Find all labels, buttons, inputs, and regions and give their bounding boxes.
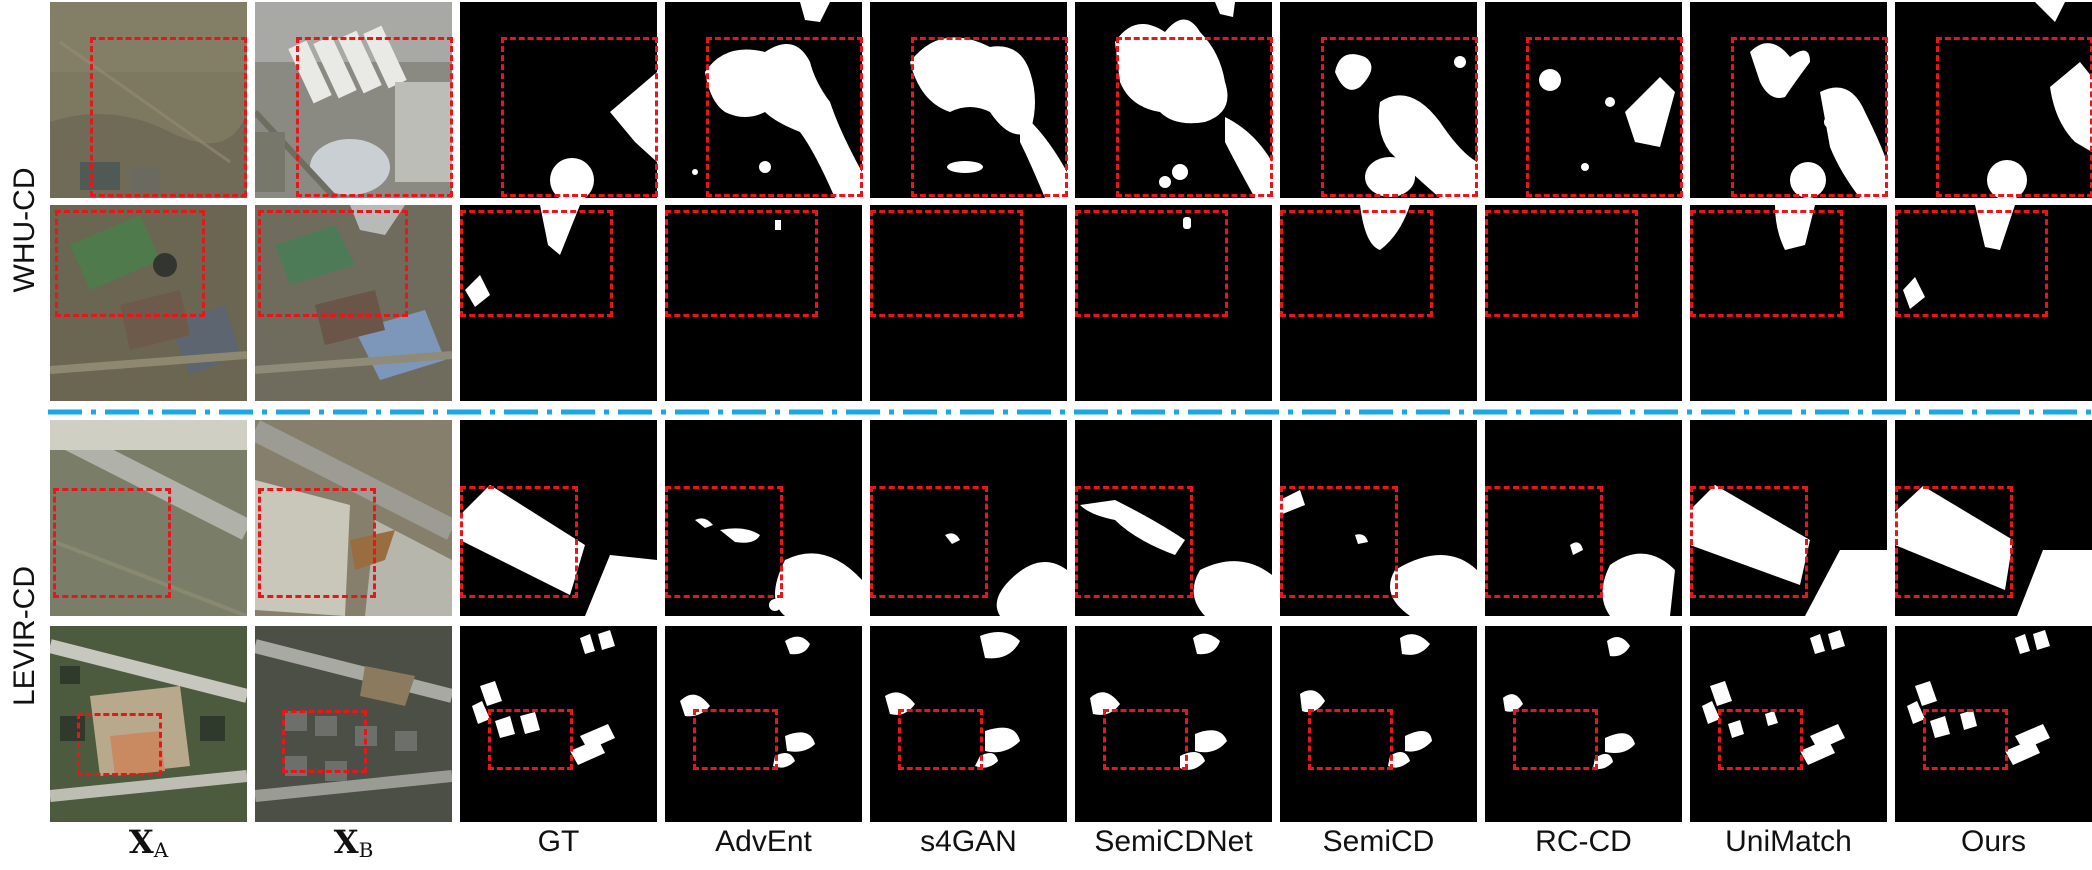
mask-advent-row-4	[665, 626, 862, 822]
image-xb-row-1	[255, 2, 452, 198]
mask-semicdnet-row-3	[1075, 420, 1272, 616]
image-xa-row-3	[50, 420, 247, 616]
mask-ours-row-2	[1895, 205, 2092, 401]
roi-box	[1690, 210, 1843, 317]
column-label-xb: XB	[333, 823, 374, 862]
roi-box	[706, 37, 863, 197]
roi-box	[1485, 486, 1603, 598]
mask-semicd-row-3	[1280, 420, 1477, 616]
roi-box	[1485, 210, 1638, 317]
mask-semicdnet-row-1	[1075, 2, 1272, 198]
mask-gt-row-4	[460, 626, 657, 822]
roi-box	[1718, 709, 1803, 770]
column-label-gt: GT	[537, 825, 580, 858]
roi-box	[1526, 37, 1683, 197]
roi-box	[1308, 709, 1393, 770]
column-label-semicdnet: SemiCDNet	[1094, 825, 1253, 858]
roi-box	[1280, 210, 1433, 317]
mask-ours-row-4	[1895, 626, 2092, 822]
mask-advent-row-2	[665, 205, 862, 401]
roi-box	[1075, 210, 1228, 317]
roi-box	[1513, 709, 1598, 770]
roi-box	[1116, 37, 1273, 197]
mask-advent-row-3	[665, 420, 862, 616]
mask-s4gan-row-2	[870, 205, 1067, 401]
mask-unimatch-row-4	[1690, 626, 1887, 822]
roi-box	[258, 488, 376, 598]
roi-box	[1923, 709, 2008, 770]
roi-box	[501, 37, 658, 197]
roi-box	[1731, 37, 1888, 197]
roi-box	[1895, 210, 2048, 317]
roi-box	[1075, 486, 1193, 598]
mask-rccd-row-3	[1485, 420, 1682, 616]
mask-ours-row-3	[1895, 420, 2092, 616]
roi-box	[258, 210, 408, 317]
mask-gt-row-3	[460, 420, 657, 616]
roi-box	[282, 710, 367, 773]
roi-box	[693, 709, 778, 770]
row-label-levir-cd: LEVIR-CD	[8, 565, 41, 707]
roi-box	[1895, 486, 2013, 598]
roi-box	[665, 486, 783, 598]
roi-box	[296, 37, 453, 197]
roi-box	[665, 210, 818, 317]
image-xa-row-1	[50, 2, 247, 198]
roi-box	[460, 210, 613, 317]
roi-box	[1321, 37, 1478, 197]
roi-box	[53, 488, 171, 598]
column-label-unimatch: UniMatch	[1725, 825, 1852, 858]
column-label-advent: AdvEnt	[715, 825, 812, 858]
mask-s4gan-row-1	[870, 2, 1067, 198]
roi-box	[460, 486, 578, 598]
mask-unimatch-row-2	[1690, 205, 1887, 401]
mask-semicd-row-2	[1280, 205, 1477, 401]
mask-advent-row-1	[665, 2, 862, 198]
roi-box	[77, 713, 162, 776]
column-label-rccd: RC-CD	[1535, 825, 1632, 858]
roi-box	[898, 709, 983, 770]
roi-box	[1936, 37, 2092, 197]
mask-semicdnet-row-4	[1075, 626, 1272, 822]
mask-s4gan-row-3	[870, 420, 1067, 616]
roi-box	[55, 210, 205, 317]
column-label-xa: XA	[128, 823, 169, 862]
mask-rccd-row-4	[1485, 626, 1682, 822]
roi-box	[911, 37, 1068, 197]
column-label-ours: Ours	[1960, 825, 2026, 858]
row-label-whu-cd: WHU-CD	[8, 167, 41, 293]
mask-semicd-row-1	[1280, 2, 1477, 198]
mask-gt-row-2	[460, 205, 657, 401]
image-xb-row-4	[255, 626, 452, 822]
mask-unimatch-row-1	[1690, 2, 1887, 198]
column-label-semicd: SemiCD	[1322, 825, 1435, 858]
image-xa-row-2	[50, 205, 247, 401]
mask-rccd-row-2	[1485, 205, 1682, 401]
roi-box	[870, 486, 988, 598]
mask-rccd-row-1	[1485, 2, 1682, 198]
image-xb-row-2	[255, 205, 452, 401]
roi-box	[1690, 486, 1808, 598]
roi-box	[488, 709, 573, 770]
mask-semicd-row-4	[1280, 626, 1477, 822]
mask-s4gan-row-4	[870, 626, 1067, 822]
image-xb-row-3	[255, 420, 452, 616]
image-xa-row-4	[50, 626, 247, 822]
roi-box	[870, 210, 1023, 317]
dataset-divider	[48, 409, 2092, 415]
roi-box	[1280, 486, 1398, 598]
column-label-s4gan: s4GAN	[920, 825, 1017, 858]
mask-ours-row-1	[1895, 2, 2092, 198]
roi-box	[1103, 709, 1188, 770]
mask-semicdnet-row-2	[1075, 205, 1272, 401]
roi-box	[90, 37, 247, 197]
mask-unimatch-row-3	[1690, 420, 1887, 616]
mask-gt-row-1	[460, 2, 657, 198]
